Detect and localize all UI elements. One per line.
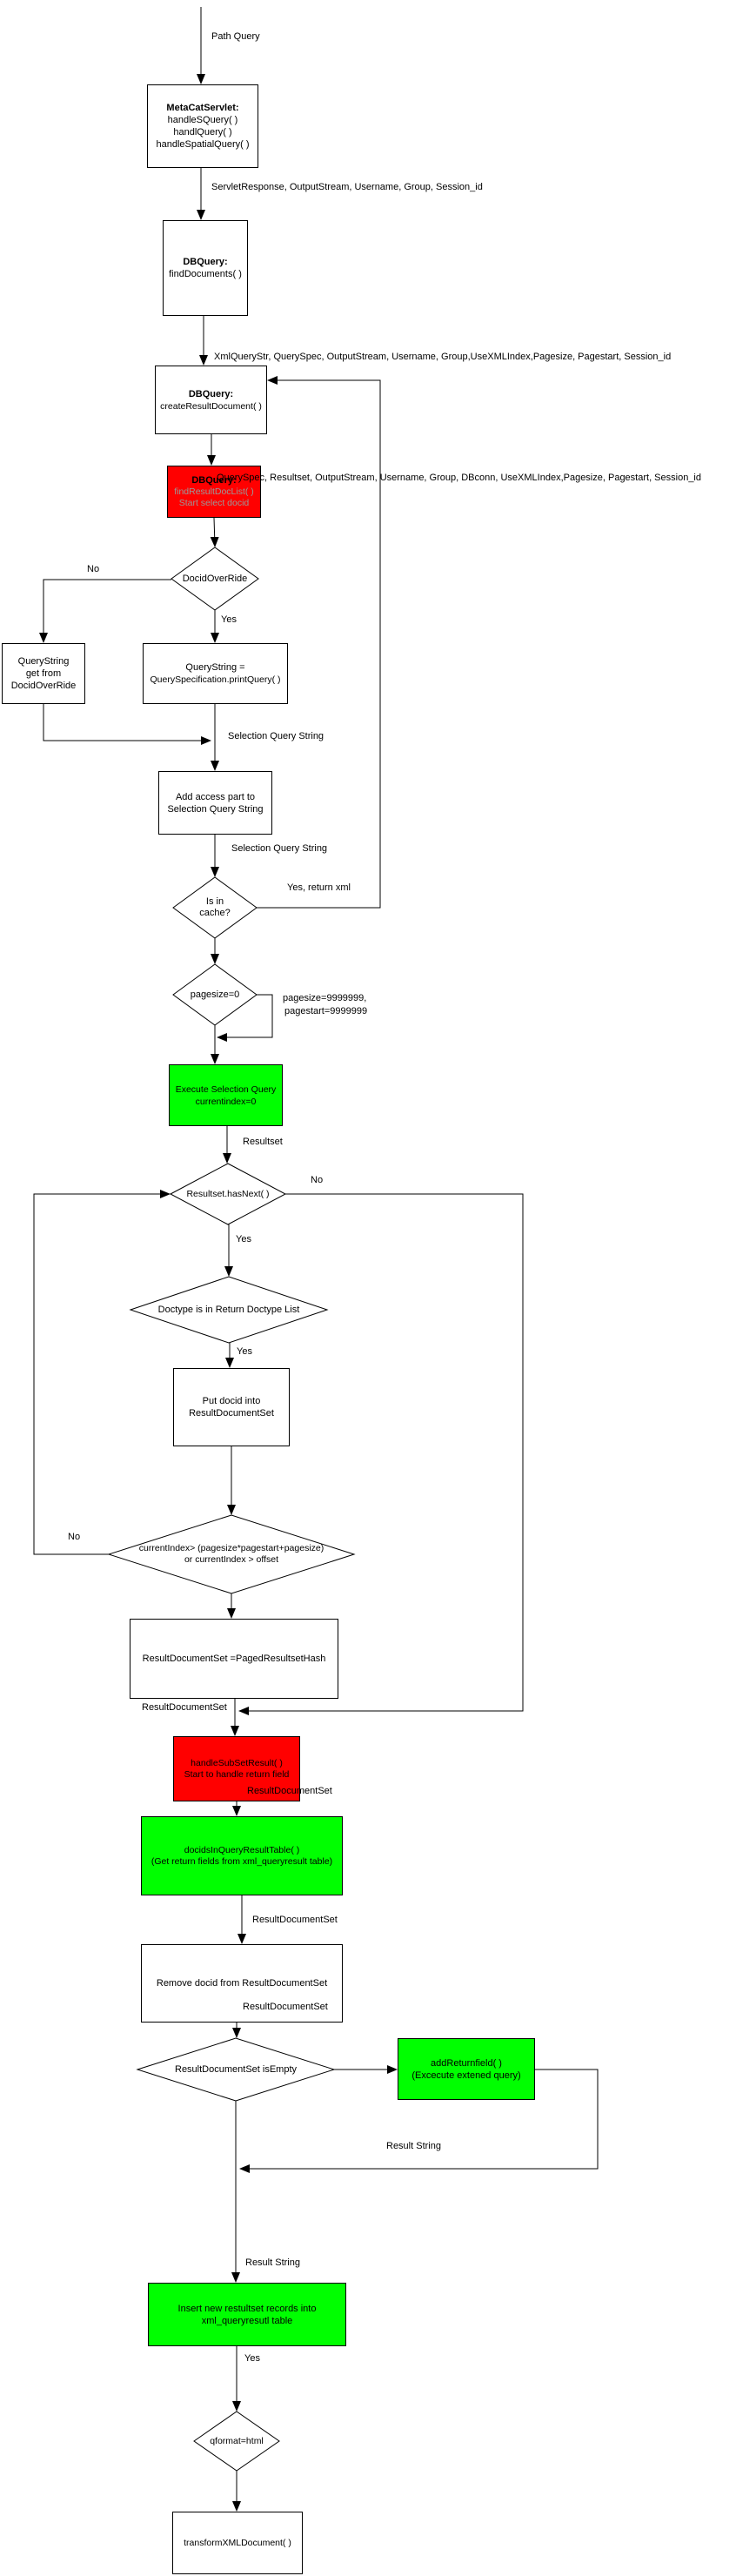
node-addreturnfield: addReturnfield( ) (Excecute extened quer… <box>398 2038 535 2100</box>
edge-d-override <box>210 517 219 547</box>
edge-label-servlet-response: ServletResponse, OutputStream, Username,… <box>211 182 483 192</box>
node-querystring-print: QueryString = QuerySpecification.printQu… <box>143 643 288 704</box>
node-remove-docid: Remove docid from ResultDocumentSet <box>141 1944 343 2023</box>
node-execute-selection-query: Execute Selection Query currentindex=0 <box>169 1064 283 1126</box>
edge-cache-return <box>257 376 381 909</box>
edge-label-resultset: Resultset <box>243 1137 283 1147</box>
decision-pagesize-zero-label: pagesize=0 <box>190 989 240 1000</box>
edge-label-yes-doctype: Yes <box>237 1346 252 1357</box>
decision-isempty-label: ResultDocumentSet isEmpty <box>175 2063 297 2075</box>
decision-hasnext-label: Resultset.hasNext( ) <box>186 1188 270 1199</box>
decision-qformat-label: qformat=html <box>210 2435 264 2446</box>
decision-is-in-cache-label: Is in cache? <box>199 896 231 918</box>
edge-label-pagesize-big: pagesize=9999999, <box>283 993 367 1003</box>
node-dbquery-createresultdocument: DBQuery: createResultDocument( ) <box>155 366 267 434</box>
decision-docid-override <box>171 547 259 611</box>
node-transformxmldocument: transformXMLDocument( ) <box>172 2512 303 2574</box>
node-metacatservlet: MetaCatServlet: handleSQuery( ) handlQue… <box>147 84 258 168</box>
node-pagedresultsethash: ResultDocumentSet =PagedResultsetHash <box>130 1619 338 1699</box>
edge-label-yes-override: Yes <box>221 614 237 625</box>
edge-label-yes-insert: Yes <box>244 2353 260 2364</box>
edge-label-rds-merge: ResultDocumentSet <box>142 1702 227 1713</box>
decision-currentindex <box>107 1514 356 1594</box>
edge-addreturn-return <box>239 2069 599 2173</box>
edge-label-rds-p-q: ResultDocumentSet <box>247 1786 332 1796</box>
edge-label-queryspec: QuerySpec, Resultset, OutputStream, User… <box>217 473 701 483</box>
decision-docid-override-label: DocidOverRide <box>182 573 248 584</box>
edge-label-no-hasnext: No <box>311 1175 324 1185</box>
decision-doctype-label: Doctype is in Return Doctype List <box>157 1304 300 1315</box>
edge-hasnext-no <box>238 1193 524 1715</box>
edge-label-pagestart-big: pagestart=9999999 <box>284 1006 368 1016</box>
decision-qformat <box>193 2411 280 2472</box>
edge-pagesize-bypass <box>217 994 273 1042</box>
edge-label-rds-q-r: ResultDocumentSet <box>252 1915 338 1925</box>
edge-merge-selection <box>43 704 211 745</box>
edge-label-selection-2: Selection Query String <box>231 843 328 854</box>
edge-label-result-string-2: Result String <box>245 2257 300 2268</box>
node-add-access: Add access part to Selection Query Strin… <box>158 771 272 835</box>
node-dbquery-finddocuments: DBQuery: findDocuments( ) <box>163 220 248 316</box>
decision-pagesize-zero <box>172 963 258 1026</box>
decision-is-in-cache <box>172 876 258 939</box>
node-querystring-get: QueryString get from DocidOverRide <box>2 643 85 704</box>
decision-isempty <box>136 2037 336 2102</box>
node-docidsinqueryresulttable: docidsInQueryResultTable( ) (Get return … <box>141 1816 343 1895</box>
decision-currentindex-label: currentIndex> (pagesize*pagestart+pagesi… <box>138 1543 324 1565</box>
decision-hasnext <box>169 1163 287 1225</box>
edge-label-result-string-return: Result String <box>386 2141 441 2151</box>
node-title: MetaCatServlet: <box>166 103 239 113</box>
decision-doctype <box>129 1276 329 1344</box>
edge-label-xmlquerystr: XmlQueryStr, QuerySpec, OutputStream, Us… <box>214 352 672 362</box>
edge-label-yes-return-xml: Yes, return xml <box>287 882 351 893</box>
node-put-docid: Put docid into ResultDocumentSet <box>173 1368 290 1446</box>
node-findresultdoclist: DBQuery: findResultDocList( ) Start sele… <box>167 466 261 518</box>
edge-override-no <box>39 579 171 643</box>
edge-label-no-override: No <box>87 564 100 574</box>
edge-label-rds-r-s: ResultDocumentSet <box>243 2002 328 2012</box>
node-insert-resultset: Insert new restultset records into xml_q… <box>148 2283 346 2346</box>
edge-label-yes-hasnext: Yes <box>236 1234 251 1244</box>
node-handlesubsetresult: handleSubSetResult( ) Start to handle re… <box>173 1736 300 1801</box>
edge-label-selection-merge: Selection Query String <box>228 731 324 741</box>
edge-loop-back <box>33 1190 171 1555</box>
edge-label-no-currentindex: No <box>68 1532 81 1542</box>
edge-label-path-query: Path Query <box>211 31 260 42</box>
